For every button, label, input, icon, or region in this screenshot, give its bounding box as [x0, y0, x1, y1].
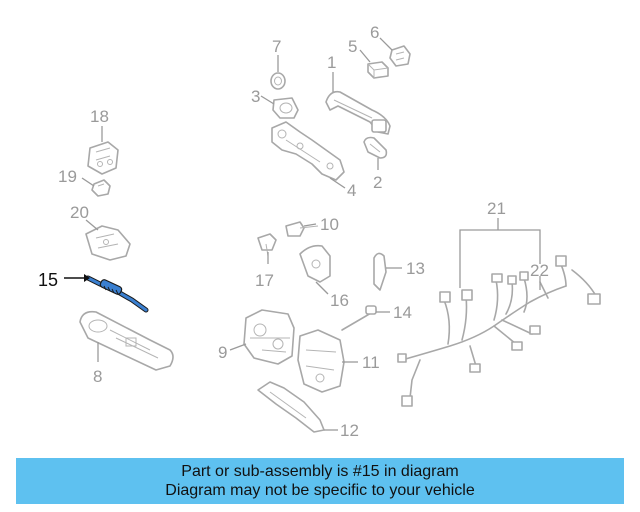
part-16-cover	[299, 244, 331, 283]
callout-20: 20	[70, 203, 89, 222]
part-1-outside-handle	[325, 90, 391, 135]
banner-line-1: Part or sub-assembly is #15 in diagram	[181, 463, 459, 480]
callout-21: 21	[487, 199, 506, 218]
callout-6: 6	[370, 23, 379, 42]
callout-2: 2	[373, 173, 382, 192]
callout-13: 13	[406, 259, 425, 278]
callout-17: 17	[255, 271, 274, 290]
part-18-hinge	[87, 141, 119, 175]
part-13-trim	[373, 252, 387, 291]
part-17-bolt	[257, 233, 277, 257]
callout-9: 9	[218, 343, 227, 362]
part-15-cable	[85, 275, 149, 313]
callout-19: 19	[58, 167, 77, 186]
part-10-screw	[285, 221, 319, 237]
banner-line-2: Diagram may not be specific to your vehi…	[165, 482, 475, 499]
callout-22: 22	[530, 261, 549, 280]
part-3-bezel	[272, 97, 299, 119]
callout-12: 12	[340, 421, 359, 440]
callout-18: 18	[90, 107, 109, 126]
part-12-linkage	[257, 381, 325, 433]
callout-7: 7	[272, 37, 281, 56]
callout-16: 16	[330, 291, 349, 310]
callout-15: 15	[38, 270, 58, 290]
info-banner: Part or sub-assembly is #15 in diagram D…	[16, 458, 624, 504]
part-2-cover	[363, 136, 388, 159]
part-21-wiring-harness	[397, 255, 601, 407]
callout-10: 10	[320, 215, 339, 234]
part-19-bolt	[91, 179, 111, 197]
part-7-cap	[270, 72, 286, 90]
callout-11: 11	[362, 353, 380, 372]
part-4-carrier-bracket	[271, 121, 345, 181]
part-11-actuator	[297, 329, 345, 393]
callout-1: 1	[327, 53, 336, 72]
callout-4: 4	[347, 181, 356, 200]
callout-14: 14	[393, 303, 412, 322]
parts-diagram: 7 3 1 5 6 4 2	[38, 23, 601, 440]
part-5-block	[367, 61, 389, 79]
part-9-latch	[243, 309, 295, 365]
part-20-lower-hinge	[85, 225, 131, 261]
callout-5: 5	[348, 37, 357, 56]
callout-8: 8	[93, 367, 102, 386]
part-8-inside-handle	[79, 310, 174, 371]
part-14-rod	[341, 305, 377, 331]
part-6-clip	[389, 45, 411, 67]
callout-3: 3	[251, 87, 260, 106]
